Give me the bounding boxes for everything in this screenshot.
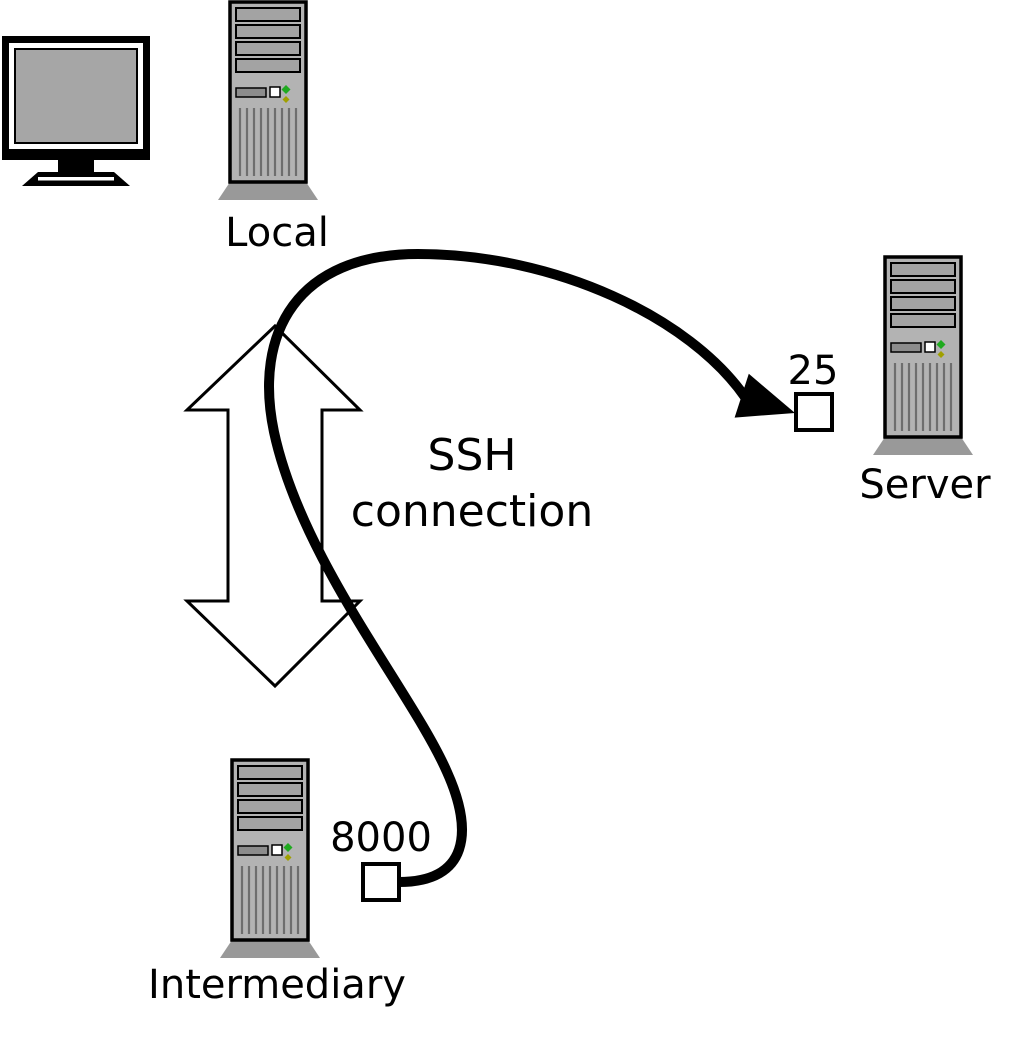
- intermediary-computer-icon: [218, 758, 322, 960]
- tunnel-path: [264, 248, 750, 887]
- intermediary-port-label: 8000: [330, 815, 432, 861]
- server-label: Server: [859, 462, 991, 508]
- server-computer-icon: [871, 255, 975, 457]
- server-port-label: 25: [788, 348, 839, 394]
- local-label: Local: [225, 210, 329, 256]
- intermediary-port-box: [361, 862, 401, 902]
- monitor-icon: [1, 35, 151, 187]
- ssh-double-arrow: [183, 323, 364, 689]
- ssh-connection-label: SSH connection: [351, 430, 593, 537]
- local-computer-icon: [216, 0, 320, 202]
- server-port-box: [794, 392, 834, 432]
- ssh-connection-line2: connection: [351, 486, 593, 537]
- intermediary-label: Intermediary: [148, 962, 406, 1008]
- ssh-connection-line1: SSH: [428, 430, 517, 481]
- tunnel-arrowhead-icon: [734, 373, 795, 418]
